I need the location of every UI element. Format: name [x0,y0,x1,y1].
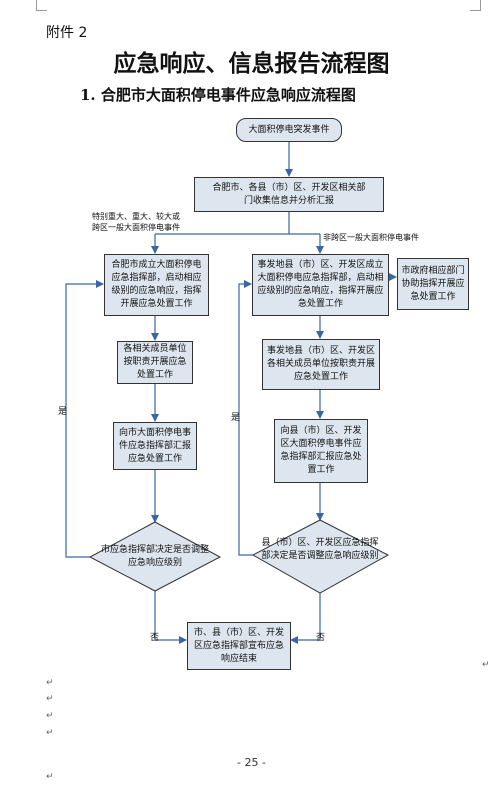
left-no-label: 否 [150,633,160,643]
annex-label: 附件 2 [46,25,88,41]
right-yes-label: 是 [231,413,241,423]
paragraph-mark: ↵ [46,772,54,782]
decision-diamond-left [88,521,222,592]
right-step-command-box: 事发地县（市）区、开发区成立大面积停电应急指挥部，启动相应级别的应急响应，指挥开… [252,254,389,316]
corner-mark-top-left [36,0,47,11]
right-step-members-box: 事发地县（市）区、开发区各相关成员单位按职责开展应急处置工作 [262,339,380,390]
end-response-box: 市、县（市）区、开发区应急指挥部宣布应急响应结束 [187,622,291,670]
paragraph-mark: ↵ [46,711,54,721]
left-yes-label: 是 [58,407,68,417]
left-step-report-box: 向市大面积停电事件应急指挥部汇报应急处置工作 [113,422,197,470]
left-branch-condition: 特别重大、重大、较大或跨区一般大面积停电事件 [92,212,180,232]
right-no-label: 否 [316,633,326,643]
paragraph-mark: ↵ [46,678,54,688]
left-decision-label: 市应急指挥部决定是否调整应急响应级别 [100,545,209,568]
decision-diamond-right [251,519,390,594]
paragraph-mark: ↵ [46,694,54,704]
left-step-members-box: 各相关成员单位按职责开展应急处置工作 [117,341,193,384]
right-step-report-box: 向县（市）区、开发区大面积停电事件应急指挥部汇报应急处置工作 [274,419,368,483]
collect-info-box: 合肥市、各县（市）区、开发区相关部门收集信息并分析汇报 [194,177,384,212]
page-number: - 25 - [237,756,266,769]
page-title: 应急响应、信息报告流程图 [113,51,390,77]
corner-mark-top-right [470,0,481,11]
right-decision-label: 县（市）区、开发区应急指挥部决定是否调整应急响应级别 [261,538,379,561]
start-event-box: 大面积停电突发事件 [236,118,342,142]
right-branch-condition: 非跨区一般大面积停电事件 [323,233,419,242]
page-subtitle: 1. 合肥市大面积停电事件应急响应流程图 [80,86,356,104]
right-side-support-box: 市政府相应部门协助指挥开展应急处置工作 [397,258,469,310]
paragraph-mark: ↵ [46,728,54,738]
left-step-command-box: 合肥市成立大面积停电应急指挥部，启动相应级别的应急响应，指挥开展应急处置工作 [104,254,209,316]
paragraph-mark: ↵ [482,660,490,670]
